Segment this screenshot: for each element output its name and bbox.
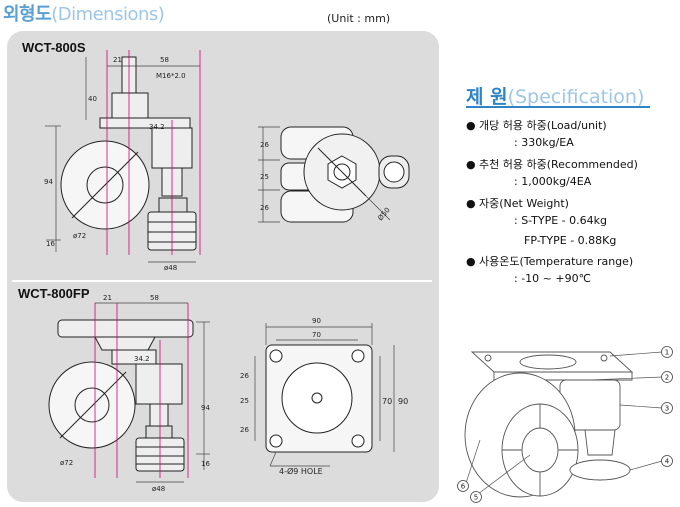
spec-text: 사용온도(Temperature range) xyxy=(479,255,634,268)
callout-4-circle xyxy=(661,455,673,467)
top-plan-view xyxy=(280,126,410,223)
spec-underline xyxy=(466,106,650,108)
holes-label: 4-Ø9 HOLE xyxy=(279,466,323,476)
dim-25-bottom: 25 xyxy=(240,397,249,405)
title-english: (Dimensions) xyxy=(51,4,165,25)
spec-line-temperature: ●사용온도(Temperature range) xyxy=(466,253,633,269)
page-title: 외형도(Dimensions) xyxy=(3,0,165,26)
dim-26a-top: 26 xyxy=(260,141,269,149)
spec-line-temperature-value: : -10 ~ +90℃ xyxy=(514,272,591,285)
dim-26b-bottom: 26 xyxy=(240,426,249,434)
dim-21-bottom: 21 xyxy=(103,294,112,302)
caster-illustration xyxy=(464,351,634,498)
dim-70-h: 70 xyxy=(312,331,321,339)
dim-26a-bottom: 26 xyxy=(240,372,249,380)
dim-16-bottom: 16 xyxy=(201,460,210,468)
bottom-side-view xyxy=(48,319,194,472)
callout-2-circle xyxy=(661,371,673,383)
callout-6-circle xyxy=(457,480,469,492)
spec-line-recommended: ●추천 허용 하중(Recommended) xyxy=(466,156,638,172)
spec-title-korean: 제 원 xyxy=(466,86,508,108)
dim-72-top: ø72 xyxy=(73,232,86,240)
dim-94-bottom: 94 xyxy=(201,404,210,412)
top-side-view xyxy=(60,56,197,251)
spec-text: 추천 허용 하중(Recommended) xyxy=(479,158,638,171)
model-label-top: WCT-800S xyxy=(22,40,86,55)
bullet: ● xyxy=(466,255,476,268)
callout-2: 2 xyxy=(665,374,669,382)
spec-line-stype: : S-TYPE - 0.64kg xyxy=(514,214,607,227)
dim-94-top: 94 xyxy=(44,178,53,186)
bullet: ● xyxy=(466,158,476,171)
spec-title-english: (Specification) xyxy=(507,86,645,108)
callout-1: 1 xyxy=(665,349,669,357)
dim-48-bottom: ø48 xyxy=(152,485,165,493)
dim-90-v: 90 xyxy=(398,397,408,406)
dim-90-h: 90 xyxy=(312,317,321,325)
spec-line-weight: ●자중(Net Weight) xyxy=(466,195,569,211)
dim-48-top: ø48 xyxy=(164,264,177,272)
spec-text: 자중(Net Weight) xyxy=(479,197,569,210)
dim-34-2-top: 34.2 xyxy=(149,123,165,131)
dim-72-bottom: ø72 xyxy=(60,459,73,467)
bottom-plan-view xyxy=(265,344,373,453)
bullet: ● xyxy=(466,197,476,210)
dim-25-top: 25 xyxy=(260,173,269,181)
dim-70-v: 70 xyxy=(382,397,392,406)
callout-leaders xyxy=(465,351,663,495)
callout-3-circle xyxy=(661,402,673,414)
dim-16-top: 16 xyxy=(46,240,55,248)
callout-1-circle xyxy=(661,346,673,358)
spec-line-load-value: : 330kg/EA xyxy=(514,136,574,149)
callout-5-circle xyxy=(470,491,482,503)
callout-6: 6 xyxy=(461,483,466,491)
spec-text: 개당 허용 하중(Load/unit) xyxy=(479,119,607,132)
dim-40-top: 40 xyxy=(88,95,97,103)
model-label-bottom: WCT-800FP xyxy=(18,286,90,301)
title-korean: 외형도 xyxy=(3,4,52,25)
dim-thread-top: M16*2.0 xyxy=(156,72,186,80)
panel-divider xyxy=(12,280,432,282)
spec-line-load: ●개당 허용 하중(Load/unit) xyxy=(466,117,607,133)
callout-5: 5 xyxy=(474,494,478,502)
spec-line-fptype: FP-TYPE - 0.88Kg xyxy=(524,234,617,247)
dim-34-2-bottom: 34.2 xyxy=(134,355,150,363)
dim-58-bottom: 58 xyxy=(150,294,159,302)
dim-58-top: 58 xyxy=(160,56,169,64)
spec-line-recommended-value: : 1,000kg/4EA xyxy=(514,175,592,188)
callout-4: 4 xyxy=(665,458,670,466)
spec-title: 제 원(Specification) xyxy=(466,82,644,109)
dim-21-top: 21 xyxy=(113,56,122,64)
callout-3: 3 xyxy=(665,405,669,413)
unit-label: (Unit : mm) xyxy=(327,12,391,25)
bullet: ● xyxy=(466,119,476,132)
dim-26b-top: 26 xyxy=(260,204,269,212)
